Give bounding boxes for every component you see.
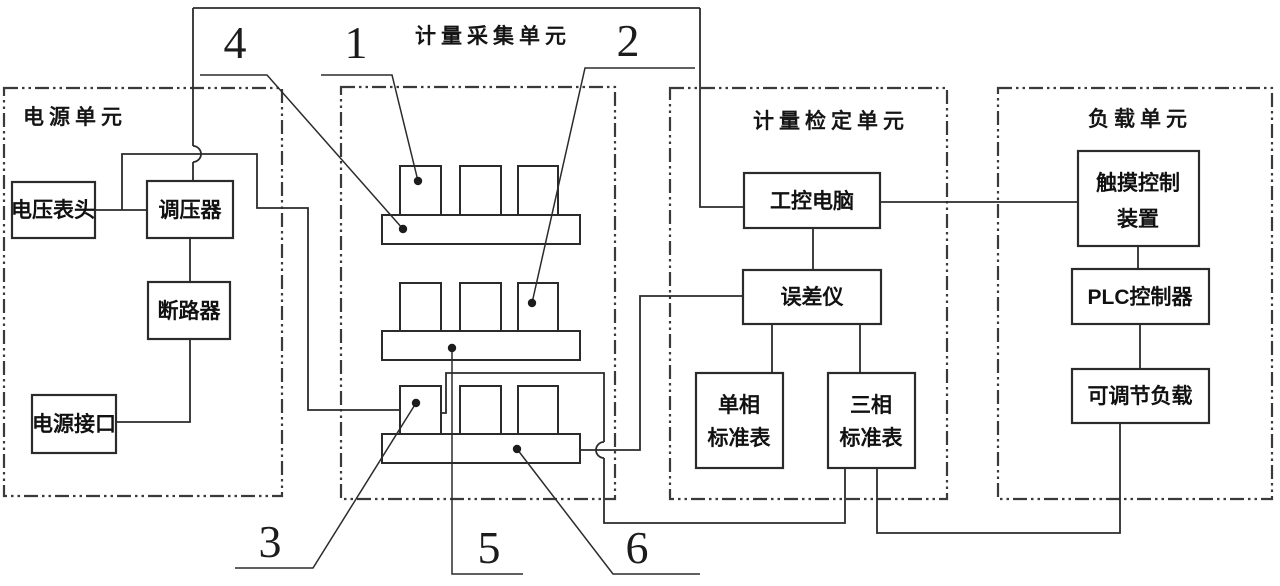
callout-6-dot — [512, 444, 522, 454]
verification-unit-frame — [668, 86, 949, 501]
circuit-breaker-label: 断路器 — [158, 299, 222, 323]
error-tester-box — [741, 268, 883, 326]
callout-6-leader — [516, 448, 700, 575]
wire-threephase-to-adjustableload — [876, 423, 1121, 534]
meter-row2-rect1 — [399, 282, 442, 332]
callout-4-dot — [398, 224, 408, 234]
meter-row1-rect2 — [459, 165, 502, 216]
three-phase-meter-label-line1: 三相 — [850, 393, 892, 417]
voltage-regulator-label: 调压器 — [159, 199, 223, 222]
meter-row3-rect3 — [517, 385, 559, 435]
callout-2-leader — [531, 67, 695, 304]
meter-row1-rect1 — [399, 165, 442, 216]
wire-row3meter-to-threephase — [441, 372, 846, 524]
wire-breaker-to-powerinterface — [116, 339, 191, 423]
callout-5-dot — [447, 343, 457, 353]
touch-control-label-line1: 触摸控制 — [1096, 171, 1180, 195]
callout-5-leader — [451, 348, 523, 575]
load-unit-label: 负载单元 — [1088, 107, 1192, 131]
voltage-meter-head-box — [10, 180, 97, 240]
wire-topbus-to-regulator — [192, 8, 202, 181]
touch-control-label-line2: 装置 — [1117, 208, 1159, 231]
wire-row3bar-to-errortester — [580, 295, 743, 451]
industrial-pc-label: 工控电脑 — [770, 189, 854, 213]
callout-3-dot — [411, 398, 421, 408]
touch-control-device-box — [1076, 149, 1201, 248]
meter-row1-rect3 — [517, 165, 559, 216]
power-unit-label: 电源单元 — [23, 105, 127, 129]
meter-row3-rect2 — [459, 385, 502, 435]
adjustable-load-box — [1070, 367, 1211, 425]
industrial-pc-box — [742, 171, 882, 230]
power-unit-frame — [2, 86, 284, 498]
verification-unit-label: 计量检定单元 — [753, 109, 909, 133]
callout-6-number: 6 — [626, 522, 649, 573]
meter-row3-rect1 — [399, 385, 442, 435]
error-tester-label: 误差仪 — [781, 285, 845, 309]
wire-power-to-meter-row3 — [121, 153, 400, 411]
circuit-breaker-box — [146, 280, 232, 341]
callout-1-number: 1 — [345, 17, 368, 68]
adjustable-load-label: 可调节负载 — [1088, 384, 1193, 408]
collection-unit-label: 计量采集单元 — [415, 24, 571, 48]
callout-3-leader — [235, 402, 417, 569]
single-phase-standard-meter-box — [694, 371, 785, 470]
callout-1-leader — [321, 74, 419, 182]
plc-controller-box — [1070, 267, 1211, 326]
callout-2-dot — [527, 298, 537, 308]
meter-row2-rect2 — [459, 282, 502, 332]
three-phase-standard-meter-box — [826, 371, 917, 470]
callout-3-number: 3 — [259, 516, 282, 567]
callout-1-dot — [413, 176, 423, 186]
callout-5-number: 5 — [478, 522, 501, 573]
plc-controller-label: PLC控制器 — [1088, 285, 1194, 309]
meter-row3-bar — [381, 433, 581, 464]
load-unit-frame — [996, 86, 1274, 501]
callout-4-number: 4 — [224, 17, 247, 68]
callout-2-number: 2 — [617, 15, 640, 66]
collection-unit-frame — [339, 85, 617, 501]
voltage-meter-head-label: 电压表头 — [11, 199, 95, 222]
meter-row2-rect3 — [517, 282, 559, 332]
callout-4-leader — [200, 74, 404, 230]
single-phase-meter-label-line1: 单相 — [718, 393, 760, 417]
single-phase-meter-label-line2: 标准表 — [708, 426, 772, 450]
wire-topbus-to-industrial-pc — [699, 8, 744, 208]
three-phase-meter-label-line2: 标准表 — [840, 426, 904, 450]
power-interface-label: 电源接口 — [32, 413, 116, 436]
power-interface-box — [30, 393, 118, 455]
meter-row2-bar — [381, 330, 581, 361]
